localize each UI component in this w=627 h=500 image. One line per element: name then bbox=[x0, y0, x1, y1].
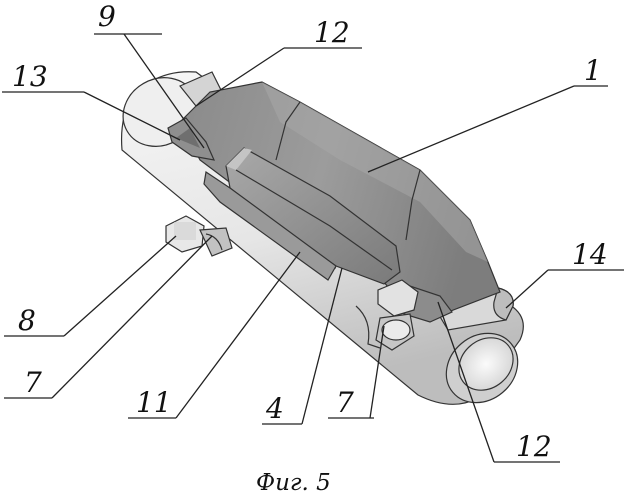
leader-8 bbox=[64, 236, 176, 336]
callout-11: 11 bbox=[136, 386, 172, 419]
callout-7-right: 7 bbox=[336, 386, 354, 419]
figure-caption: Фиг. 5 bbox=[256, 470, 331, 496]
callout-9: 9 bbox=[98, 0, 116, 33]
leader-7a bbox=[52, 236, 212, 398]
leader-1 bbox=[368, 86, 574, 172]
callout-8: 8 bbox=[18, 304, 36, 337]
callout-12-top: 12 bbox=[314, 16, 350, 49]
callout-14: 14 bbox=[572, 238, 608, 271]
callout-4: 4 bbox=[265, 392, 284, 425]
callout-12-bottom: 12 bbox=[516, 430, 552, 463]
callout-13: 13 bbox=[12, 60, 48, 93]
callout-1: 1 bbox=[584, 54, 602, 87]
callout-7-left: 7 bbox=[24, 366, 42, 399]
leader-14 bbox=[506, 270, 548, 308]
